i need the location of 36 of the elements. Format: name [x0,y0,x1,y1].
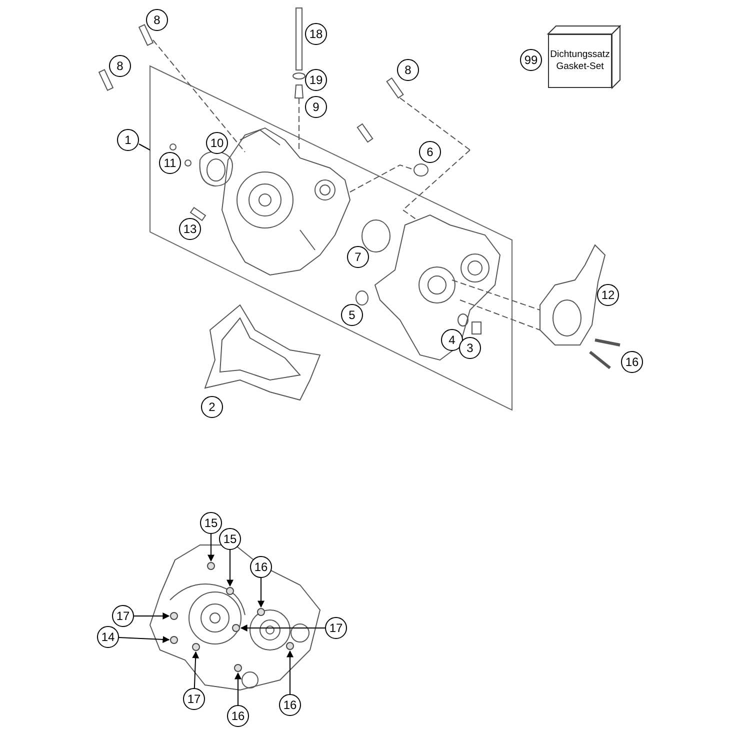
callout-number: 17 [325,617,347,639]
leader-arrow [258,578,264,608]
callout-number: 15 [219,528,241,550]
callout-number: 8 [146,9,168,31]
callout-number: 12 [597,284,619,306]
callout-number: 16 [279,694,301,716]
callout-number: 15 [200,512,222,534]
leader-arrow [134,612,170,620]
callout-number: 11 [159,152,181,174]
callout-number: 16 [227,705,249,727]
callout-number: 6 [419,141,441,163]
callout-number: 10 [206,132,228,154]
callout-number: 19 [305,69,327,91]
callout-number: 8 [397,59,419,81]
box-text: Dichtungssatz [550,49,610,61]
callout-number: 14 [97,626,119,648]
callout-number: 2 [201,396,223,418]
leader-arrow [118,636,170,643]
callout-number: 16 [621,351,643,373]
leader-arrow [192,651,200,688]
callout-number: 5 [341,304,363,326]
callout-number: 7 [347,246,369,268]
box-text: Gasket-Set [556,61,604,73]
leader-arrow [240,624,326,632]
callout-number: 8 [109,55,131,77]
callout-number: 17 [183,688,205,710]
leader-arrow [286,650,294,694]
leader-arrow [226,550,234,587]
callout-number: 13 [179,218,201,240]
callout-number: 1 [117,129,139,151]
callout-number: 3 [459,337,481,359]
callout-number: 9 [305,96,327,118]
callout-number: 18 [305,23,327,45]
callout-number: 17 [112,605,134,627]
leader-arrow [234,672,242,706]
callout-number: 99 [520,49,542,71]
